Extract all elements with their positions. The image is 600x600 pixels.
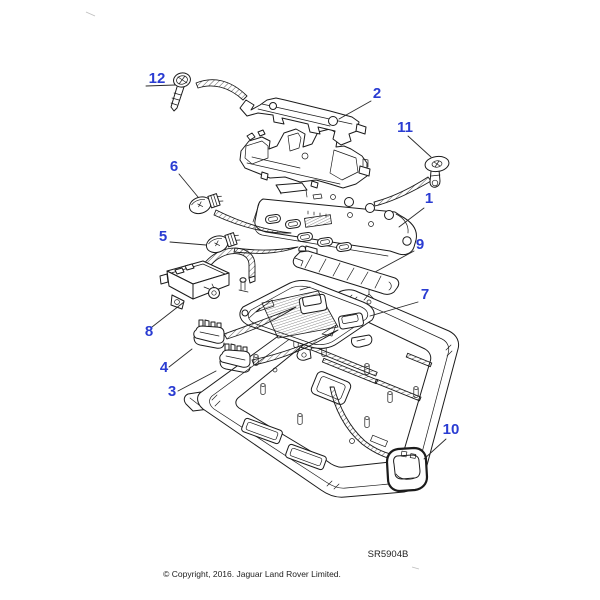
motion-sweep (213, 209, 292, 234)
vent-slot (405, 352, 433, 368)
part-2-bracket (239, 97, 367, 146)
lamp-switch-button (338, 312, 364, 330)
callout-5: 5 (159, 228, 167, 245)
callout-leaders (145, 84, 447, 460)
drawing-code: SR5904B (368, 549, 409, 560)
switchpack-housing (239, 128, 371, 189)
callout-7: 7 (421, 286, 429, 303)
part-10-boot (385, 446, 429, 493)
console-pocket (285, 443, 327, 471)
motion-sweep (223, 306, 297, 340)
vent-slot (374, 378, 422, 402)
callout-1: 1 (425, 190, 433, 207)
callout-9: 9 (416, 236, 424, 253)
callout-6: 6 (170, 158, 178, 175)
lamp-switch-button (298, 293, 328, 315)
callout-2: 2 (373, 85, 381, 102)
callout-11: 11 (397, 119, 413, 136)
callout-4: 4 (160, 359, 169, 376)
callout-8: 8 (145, 323, 153, 340)
panel-connector (304, 214, 332, 228)
part-12-screw (170, 72, 191, 112)
part-11-fastener (424, 155, 450, 188)
lamp-mounting-pin (238, 277, 249, 293)
console-pocket (241, 417, 283, 445)
callout-3: 3 (168, 383, 176, 400)
motion-sweep (251, 329, 339, 366)
panel-socket (265, 214, 352, 252)
part-3-switch (219, 343, 251, 373)
motion-sweep (373, 176, 432, 207)
motion-sweep (233, 246, 299, 254)
part-9-trim-strip (292, 245, 400, 295)
scan-artifact (85, 11, 96, 17)
part-7-lamp-assembly (238, 277, 375, 361)
callout-labels: 1 2 3 4 5 6 7 8 9 10 11 12 (145, 70, 460, 438)
callout-12: 12 (149, 70, 166, 87)
part-8-module (159, 247, 256, 310)
callout-10: 10 (443, 421, 460, 438)
scan-artifact (411, 566, 420, 570)
vent-slot (310, 345, 378, 377)
part-4-switch (193, 319, 225, 349)
part-5-bulb (205, 232, 241, 254)
motion-sweep (195, 79, 248, 101)
part-6-bulb (188, 193, 224, 215)
copyright-line: © Copyright, 2016. Jaguar Land Rover Lim… (163, 569, 341, 579)
